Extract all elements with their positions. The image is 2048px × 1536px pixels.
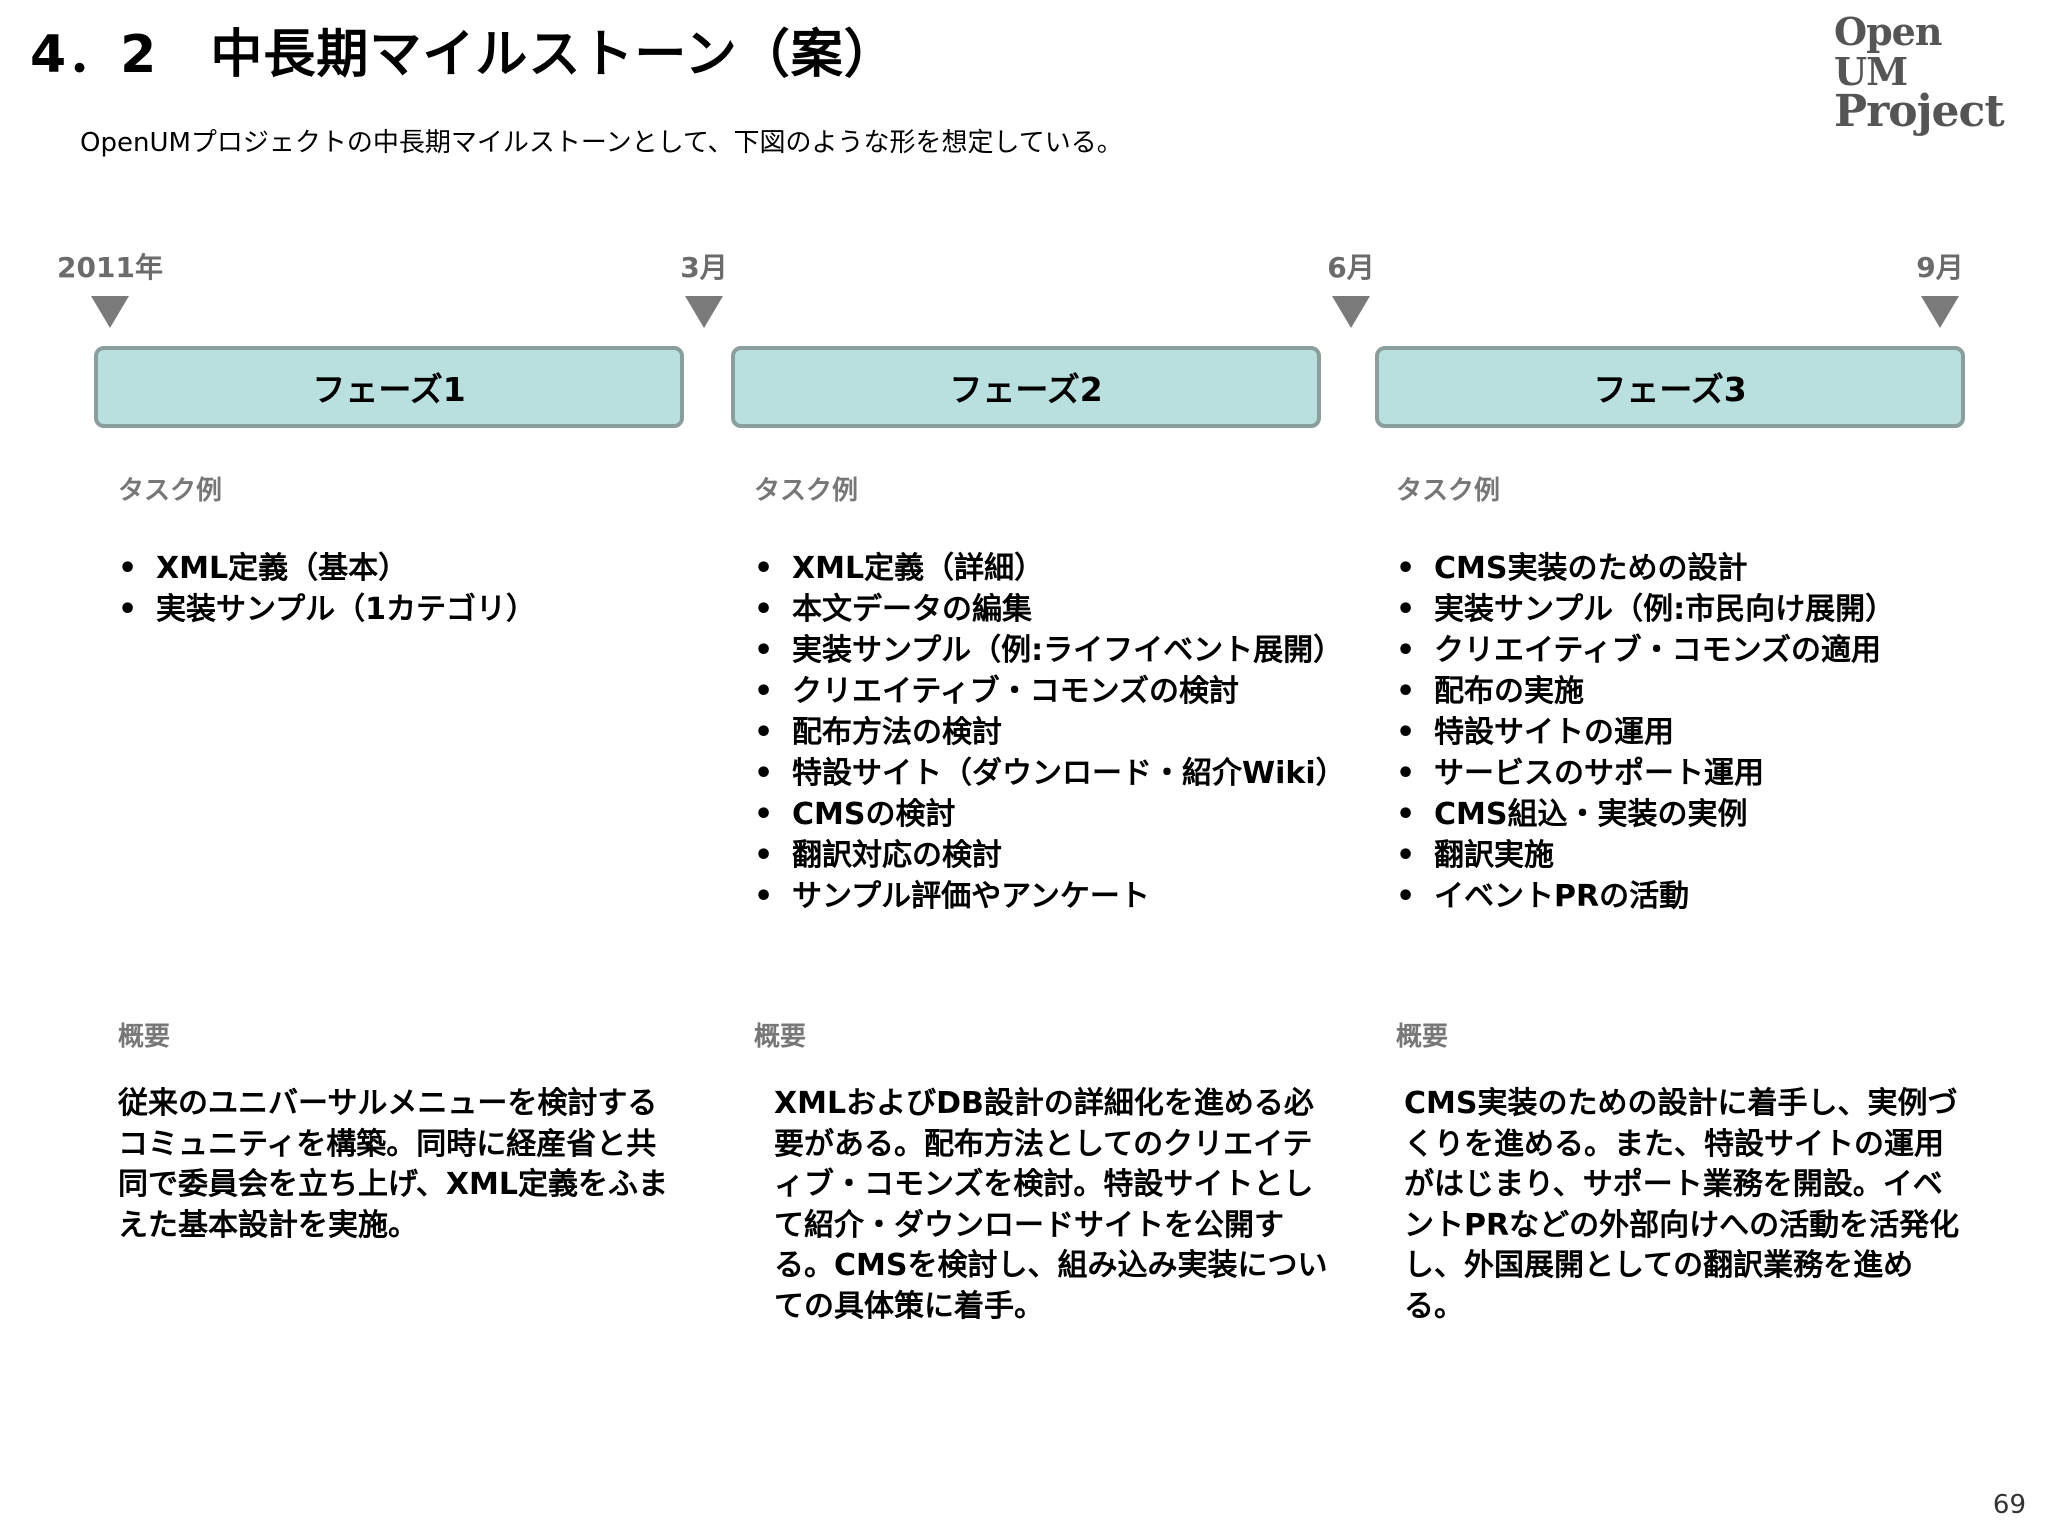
task-item: サンプル評価やアンケート [754, 876, 1306, 917]
summary-heading: 概要 [118, 1022, 171, 1052]
phase-1-box: フェーズ1 [94, 346, 684, 428]
task-item: 配布方法の検討 [754, 712, 1306, 753]
task-item: 配布の実施 [1396, 671, 1948, 712]
task-heading: タスク例 [754, 476, 859, 506]
phase-3-tasks: タスク例 CMS実装のための設計 実装サンプル（例:市民向け展開） クリエイティ… [1358, 470, 1948, 917]
task-item: XML定義（詳細） [754, 548, 1306, 589]
phase-2-tasks: タスク例 XML定義（詳細） 本文データの編集 実装サンプル（例:ライフイベント… [716, 470, 1346, 917]
phase-label: フェーズ2 [949, 370, 1103, 409]
phase-3-box: フェーズ3 [1375, 346, 1965, 428]
task-item: 実装サンプル（例:市民向け展開） [1396, 589, 1948, 630]
task-item: 翻訳実施 [1396, 835, 1948, 876]
task-item: クリエイティブ・コモンズの検討 [754, 671, 1306, 712]
summary-heading: 概要 [1396, 1022, 1449, 1052]
task-item: 特設サイトの運用 [1396, 712, 1948, 753]
marker-label: 6月 [1327, 251, 1375, 284]
task-item: 本文データの編集 [754, 589, 1306, 630]
task-item: 実装サンプル（1カテゴリ） [118, 589, 670, 630]
task-item: クリエイティブ・コモンズの適用 [1396, 630, 1948, 671]
task-item: 特設サイト（ダウンロード・紹介Wiki） [754, 753, 1346, 794]
task-item: イベントPRの活動 [1396, 876, 1948, 917]
phase-2-box: フェーズ2 [731, 346, 1321, 428]
open-um-project-logo: Open UM Project [1834, 9, 2024, 137]
page-title: 4．2 中長期マイルストーン（案） [30, 25, 897, 85]
down-triangle-icon [1332, 296, 1370, 328]
phase-1-summary: 従来のユニバーサルメニューを検討するコミュニティを構築。同時に経産省と共同で委員… [118, 1086, 668, 1243]
task-item: CMS実装のための設計 [1396, 548, 1948, 589]
marker-label: 2011年 [57, 251, 163, 284]
phase-2-summary: XMLおよびDB設計の詳細化を進める必要がある。配布方法としてのクリエイティブ・… [774, 1086, 1328, 1324]
logo-line-2: Project [1834, 86, 2005, 137]
task-item: 実装サンプル（例:ライフイベント展開） [754, 630, 1343, 671]
phase-label: フェーズ1 [312, 370, 466, 409]
task-list: CMS実装のための設計 実装サンプル（例:市民向け展開） クリエイティブ・コモン… [1358, 548, 1948, 917]
phase-1-tasks: タスク例 XML定義（基本） 実装サンプル（1カテゴリ） [80, 470, 670, 630]
task-heading: タスク例 [118, 476, 223, 506]
task-item: サービスのサポート運用 [1396, 753, 1948, 794]
timeline-marker-march: 3月 [634, 246, 774, 328]
task-list: XML定義（基本） 実装サンプル（1カテゴリ） [80, 548, 670, 630]
task-item: XML定義（基本） [118, 548, 670, 589]
task-item: 翻訳対応の検討 [754, 835, 1306, 876]
timeline-marker-start: 2011年 [40, 246, 180, 328]
marker-label: 9月 [1916, 251, 1964, 284]
marker-label: 3月 [680, 251, 728, 284]
task-item: CMS組込・実装の実例 [1396, 794, 1948, 835]
down-triangle-icon [1921, 296, 1959, 328]
phase-label: フェーズ3 [1593, 370, 1747, 409]
task-item: CMSの検討 [754, 794, 1306, 835]
down-triangle-icon [685, 296, 723, 328]
page-number: 69 [1992, 1490, 2026, 1520]
task-heading: タスク例 [1396, 476, 1501, 506]
task-list: XML定義（詳細） 本文データの編集 実装サンプル（例:ライフイベント展開） ク… [716, 548, 1346, 917]
down-triangle-icon [91, 296, 129, 328]
logo-line-1: Open UM [1834, 9, 1942, 94]
timeline-marker-june: 6月 [1281, 246, 1421, 328]
phase-3-summary: CMS実装のための設計に着手し、実例づくりを進める。また、特設サイトの運用がはじ… [1404, 1086, 1960, 1324]
summary-heading: 概要 [754, 1022, 807, 1052]
timeline-marker-september: 9月 [1870, 246, 2010, 328]
intro-text: OpenUMプロジェクトの中長期マイルストーンとして、下図のような形を想定してい… [80, 128, 1123, 158]
